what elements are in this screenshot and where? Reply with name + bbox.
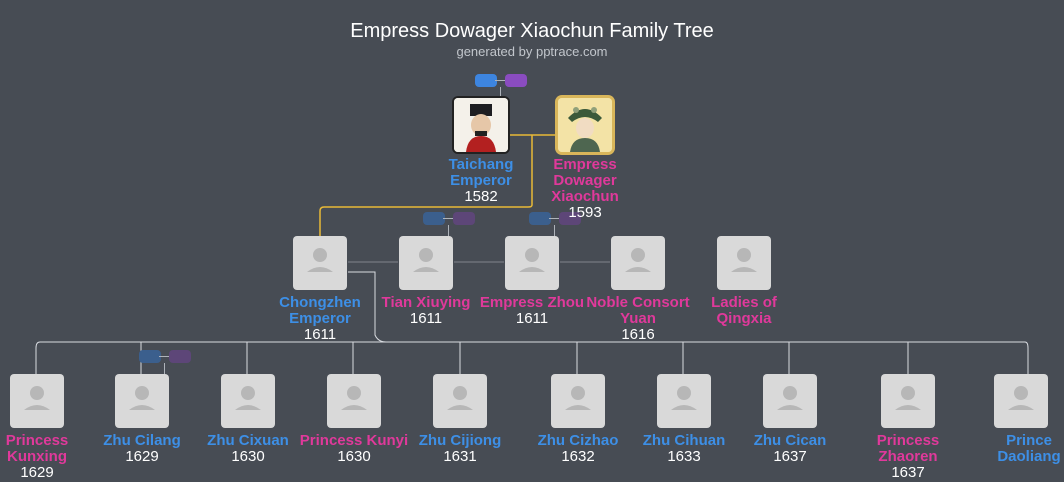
person-name: Chongzhen Emperor 1611 bbox=[265, 295, 375, 343]
person-name: Zhu Cizhao 1632 bbox=[523, 433, 633, 465]
birth-year: 1611 bbox=[303, 326, 337, 343]
avatar-placeholder bbox=[221, 374, 275, 428]
avatar-placeholder bbox=[881, 374, 935, 428]
family-toggle[interactable] bbox=[423, 212, 475, 237]
page-title: Empress Dowager Xiaochun Family Tree bbox=[350, 20, 714, 42]
person-name: Princess Kunyi 1630 bbox=[299, 432, 409, 465]
expand-spouses-toggle[interactable] bbox=[505, 74, 527, 87]
birth-year: 1633 bbox=[667, 448, 701, 465]
avatar-placeholder bbox=[611, 236, 665, 290]
person-name: Tian Xiuying 1611 bbox=[371, 295, 481, 327]
birth-year: 1637 bbox=[891, 464, 925, 481]
person-name: Princess Zhaoren 1637 bbox=[853, 433, 963, 481]
birth-year: 1629 bbox=[20, 464, 54, 481]
person-name: Zhu Cilang 1629 bbox=[87, 433, 197, 465]
avatar-placeholder bbox=[994, 374, 1048, 428]
expand-spouses-toggle[interactable] bbox=[169, 350, 191, 363]
birth-year: 1611 bbox=[515, 310, 549, 327]
avatar-placeholder bbox=[657, 374, 711, 428]
person-name: Zhu Cihuan 1633 bbox=[629, 433, 739, 465]
avatar-placeholder bbox=[10, 374, 64, 428]
person-name: Taichang Emperor 1582 bbox=[426, 157, 536, 205]
avatar-placeholder bbox=[327, 374, 381, 428]
birth-year: 1637 bbox=[773, 448, 807, 465]
birth-year: 1631 bbox=[443, 448, 477, 465]
page-subtitle: generated by pptrace.com bbox=[456, 44, 608, 59]
birth-year: 1630 bbox=[231, 448, 265, 465]
expand-parents-toggle[interactable] bbox=[529, 212, 551, 225]
birth-year: 1611 bbox=[409, 310, 443, 327]
person-name: Empress Dowager Xiaochun 1593 bbox=[530, 157, 640, 221]
person-name: Ladies of Qingxia bbox=[711, 294, 777, 327]
expand-spouses-toggle[interactable] bbox=[453, 212, 475, 225]
children-connector bbox=[40, 271, 1025, 343]
expand-parents-toggle[interactable] bbox=[423, 212, 445, 225]
portrait-emperor bbox=[454, 98, 508, 152]
birth-year: 1632 bbox=[561, 448, 595, 465]
expand-spouses-toggle[interactable] bbox=[559, 212, 581, 225]
family-toggle[interactable] bbox=[475, 74, 527, 99]
person-name: Prince Daoliang bbox=[997, 432, 1061, 465]
avatar-placeholder bbox=[293, 236, 347, 290]
avatar-placeholder bbox=[763, 374, 817, 428]
avatar-placeholder bbox=[551, 374, 605, 428]
person-name: Zhu Cijiong 1631 bbox=[405, 433, 515, 465]
portrait-empress bbox=[558, 98, 612, 152]
expand-parents-toggle[interactable] bbox=[139, 350, 161, 363]
family-toggle[interactable] bbox=[529, 212, 581, 237]
person-name: Zhu Cixuan 1630 bbox=[193, 433, 303, 465]
birth-year: 1582 bbox=[464, 188, 498, 205]
avatar-placeholder bbox=[399, 236, 453, 290]
birth-year: 1616 bbox=[621, 326, 655, 343]
avatar-placeholder bbox=[115, 374, 169, 428]
avatar-placeholder bbox=[433, 374, 487, 428]
family-toggle[interactable] bbox=[139, 350, 191, 375]
birth-year: 1629 bbox=[125, 448, 159, 465]
person-name: Zhu Cican 1637 bbox=[735, 433, 845, 465]
spouse-connector bbox=[319, 134, 555, 236]
person-name: Princess Kunxing 1629 bbox=[0, 433, 92, 481]
birth-year: 1630 bbox=[337, 448, 371, 465]
birth-year: 1593 bbox=[568, 204, 602, 221]
avatar-placeholder bbox=[717, 236, 771, 290]
expand-parents-toggle[interactable] bbox=[475, 74, 497, 87]
person-name: Noble Consort Yuan 1616 bbox=[583, 295, 693, 343]
avatar-placeholder bbox=[505, 236, 559, 290]
person-name: Empress Zhou 1611 bbox=[477, 295, 587, 327]
